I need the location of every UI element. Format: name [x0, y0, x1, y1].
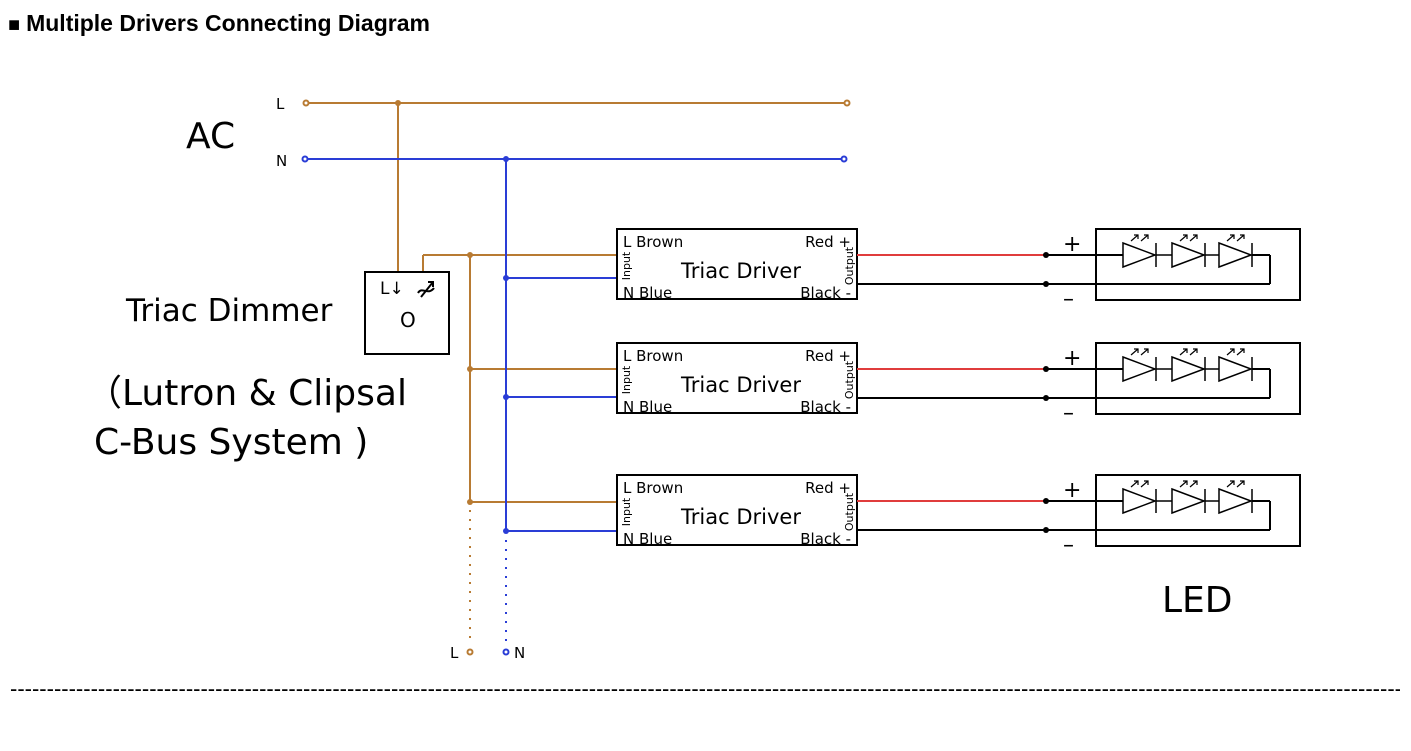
driver-output-neg: Black -: [800, 398, 851, 416]
led-minus-label: –: [1063, 401, 1074, 426]
driver-output-neg: Black -: [800, 530, 851, 548]
led-diode-icon: [1218, 348, 1254, 383]
driver-input-l: L Brown: [623, 479, 683, 497]
led-plus-label: +: [1063, 232, 1081, 257]
driver-box: [616, 228, 858, 300]
driver-input-caption: Input: [620, 497, 633, 526]
led-minus-label: –: [1063, 287, 1074, 312]
driver-title: Triac Driver: [680, 373, 801, 397]
led-diode-icon: [1218, 480, 1254, 515]
dimmer-symbol-l: L↓: [380, 279, 404, 299]
driver-input-caption: Input: [620, 365, 633, 394]
driver-input-n: N Blue: [623, 284, 672, 302]
page-title: ■Multiple Drivers Connecting Diagram: [8, 10, 430, 37]
triac-driver-3: L Brown N Blue Red + Black -Triac Driver Inp…: [616, 474, 1049, 548]
driver-output-neg: Black -: [800, 284, 851, 302]
driver-title: Triac Driver: [680, 259, 801, 283]
ac-n-label: N: [276, 152, 287, 170]
led-module-2: +–: [1046, 342, 1301, 426]
dimmer-adjust-icon: [417, 281, 435, 298]
led-diode-icon: [1122, 480, 1172, 515]
bottom-n-label: N: [514, 644, 525, 662]
live-terminals: [302, 99, 851, 656]
driver-output-caption: Output: [843, 360, 856, 399]
driver-output-caption: Output: [843, 492, 856, 531]
driver-output-pos: Red +: [805, 347, 851, 365]
driver-output-pos: Red +: [805, 233, 851, 251]
led-module-1: +–: [1046, 228, 1301, 312]
led-diode-icon: [1122, 234, 1172, 269]
led-label: LED: [1162, 580, 1233, 621]
dimmer-knob-icon: O: [400, 308, 416, 332]
driver-input-caption: Input: [620, 251, 633, 280]
led-diode-icon: [1218, 234, 1254, 269]
led-layer: +–+–+–: [1046, 228, 1301, 558]
driver-output-pos: Red +: [805, 479, 851, 497]
led-plus-label: +: [1063, 346, 1081, 371]
divider-line: ----------------------------------------…: [10, 676, 1400, 701]
dimmer-note-line2: C-Bus System ): [94, 422, 368, 463]
dimmer-box: [364, 271, 450, 355]
heading-bullet: ■: [8, 14, 21, 36]
driver-title: Triac Driver: [680, 505, 801, 529]
driver-input-n: N Blue: [623, 530, 672, 548]
driver-output-caption: Output: [843, 246, 856, 285]
neutral-junctions: [503, 156, 509, 534]
led-module-3: +–: [1046, 474, 1301, 558]
driver-input-l: L Brown: [623, 233, 683, 251]
ac-l-label: L: [276, 95, 285, 113]
bottom-l-label: L: [450, 644, 459, 662]
triac-driver-2: L Brown N Blue Red + Black -Triac Driver Inp…: [616, 342, 1049, 416]
neutral-wiring: [307, 158, 843, 644]
driver-input-n: N Blue: [623, 398, 672, 416]
driver-input-l: L Brown: [623, 347, 683, 365]
led-minus-label: –: [1063, 533, 1074, 558]
led-diode-icon: [1171, 480, 1221, 515]
led-plus-label: +: [1063, 478, 1081, 503]
led-diode-icon: [1122, 348, 1172, 383]
dimmer-label: Triac Dimmer: [125, 293, 333, 329]
neutral-terminals: [301, 155, 848, 656]
triac-driver-1: L Brown N Blue Red + Black -Triac Driver Inp…: [616, 228, 1049, 302]
dimmer-note-line1: （Lutron & Clipsal: [86, 373, 407, 414]
led-diode-icon: [1171, 234, 1221, 269]
live-junctions: [395, 100, 473, 505]
driver-box: [616, 342, 858, 414]
heading-text: Multiple Drivers Connecting Diagram: [26, 10, 430, 36]
ac-label: AC: [186, 116, 235, 157]
driver-box: [616, 474, 858, 546]
